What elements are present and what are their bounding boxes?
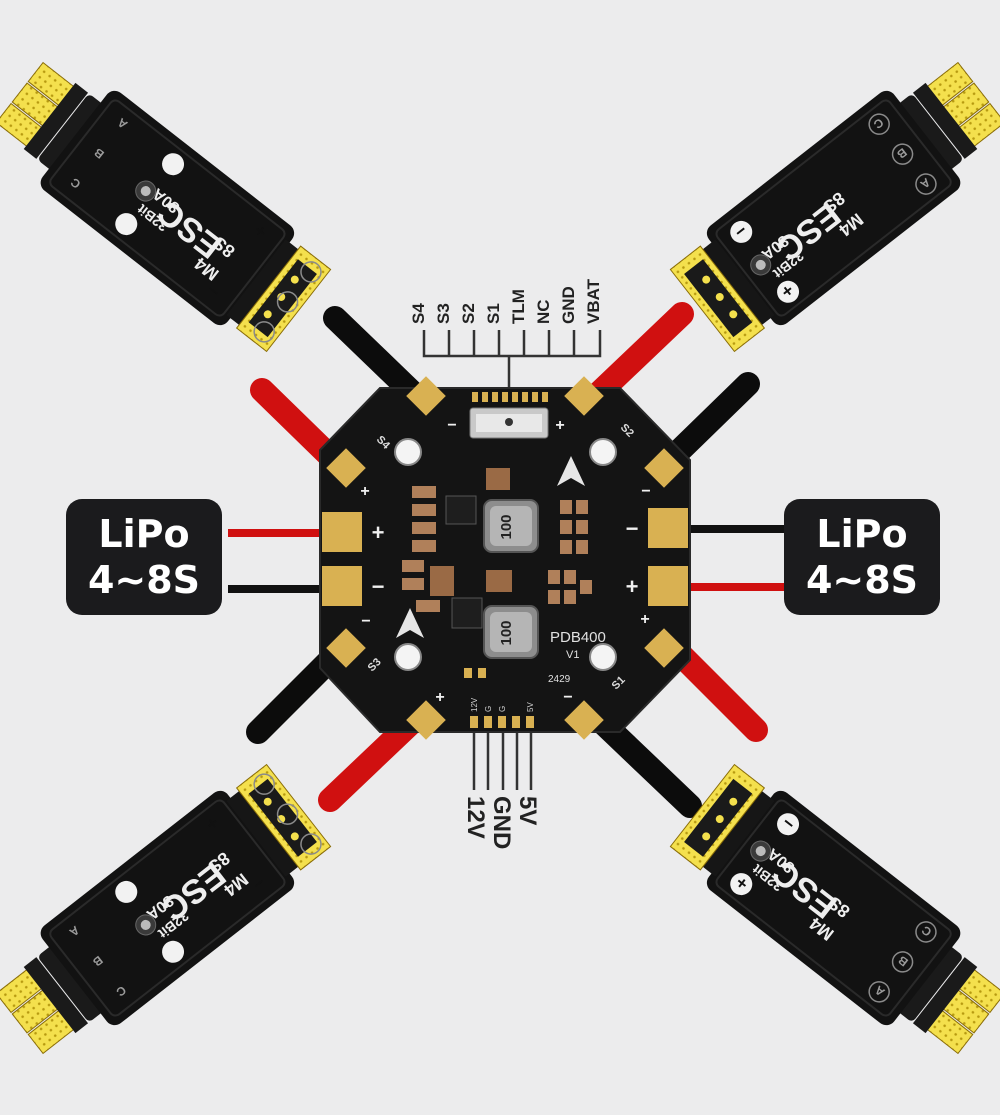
mount-hole-top-right [589,438,617,466]
mark-s3-plus: + [435,689,444,706]
esc-bottom-left: M4 8S ESC 32Bit 80A C B A − + [0,755,338,1074]
pad-label-g1: G [484,706,493,712]
bottom-pin-labels: 12V GND 5V [462,796,541,849]
mount-hole-bottom-left [394,643,422,671]
wire-left-battery-negative [228,585,324,593]
wire-esc-bottom-right-positive [666,640,768,742]
pin-label-gnd-bottom: GND [488,796,515,849]
inductor-bottom-marking: 100 [498,620,515,645]
pad-label-g2: G [498,706,507,712]
bottom-pin-lines [472,730,533,790]
battery-left-cells: 4~8S [87,558,201,602]
pin-label-gnd: GND [559,286,578,324]
pad-left-battery-positive [322,512,362,552]
top-pin-lines [422,330,602,420]
direction-arrow-bottom-icon [396,608,424,638]
mark-right-minus: − [626,516,639,541]
mark-s2-plus: + [555,417,564,434]
wire-right-battery-positive [684,583,784,591]
battery-left-type: LiPo [98,512,190,556]
board-polarity-marks: + − − + + − + − − + + − [360,417,650,706]
wire-right-battery-negative [684,525,784,533]
bottom-power-pads [464,668,534,728]
direction-arrow-top-icon [557,456,585,486]
board-components [402,468,592,629]
esc-top-right: M4 8S ESC 32Bit 80A A B C + − [663,42,1000,361]
mark-right-plus: + [626,574,639,599]
mount-hole-bottom-right [589,643,617,671]
wire-esc-top-left-negative [323,306,430,410]
mount-hole-top-left [394,438,422,466]
pin-label-tlm: TLM [509,289,528,324]
pad-right-battery-negative [648,508,688,548]
mark-s4-plus: + [360,483,369,500]
pin-label-s1: S1 [484,303,503,324]
esc-bottom-right: M4 8S ESC 32Bit 80A A B C + − [663,755,1000,1074]
pad-left-battery-negative [322,566,362,606]
battery-pads [322,508,688,606]
pad-s3-positive [406,700,446,740]
pin-label-12v: 12V [462,796,489,839]
wire-esc-top-right-negative [660,372,760,470]
top-pin-labels: S4 S3 S2 S1 TLM NC GND VBAT [409,278,603,324]
pad-label-12v: 12V [470,697,479,712]
esc-top-left: M4 8S ESC 32Bit 80A C B A − + [0,42,338,361]
bottom-pad-labels: 12V G G 5V [470,697,535,712]
wire-esc-bottom-left-positive [318,710,424,812]
pin-label-s4: S4 [409,303,428,324]
mark-s4-minus: − [447,417,456,434]
pad-s2-positive [564,376,604,416]
wire-left-battery-positive [228,529,324,537]
pad-s1-positive [644,628,684,668]
battery-label-right: LiPo 4~8S [784,499,940,615]
pin-label-nc: NC [534,299,553,324]
wire-esc-bottom-right-negative [592,712,702,818]
battery-right-type: LiPo [816,512,908,556]
inductor-top-marking: 100 [498,514,515,539]
esc-modules: M4 8S ESC 32Bit 80A C B A − + M4 8S ESC … [0,42,1000,1074]
pin-label-5v: 5V [514,796,541,825]
pad-label-5v: 5V [526,702,535,712]
inductor-bottom: 100 [483,605,539,659]
pad-s3-negative [326,628,366,668]
inductor-top: 100 [483,499,539,553]
mark-s1-plus: + [640,611,649,628]
board-date-code: 2429 [548,674,571,685]
mark-s1-minus: − [563,689,572,706]
battery-right-cells: 4~8S [805,558,919,602]
pin-label-s2: S2 [459,303,478,324]
mark-left-plus: + [372,520,385,545]
pin-label-s3: S3 [434,303,453,324]
pad-right-battery-positive [648,566,688,606]
pdb-board: + − − + + − + − − + + − S4 S2 S3 S1 [319,376,691,740]
pin-label-vbat: VBAT [584,278,603,324]
mark-left-minus: − [372,574,385,599]
board-name: PDB400 [550,629,606,646]
wire-esc-top-right-positive [586,302,694,406]
mark-s3-minus: − [361,613,370,630]
pad-s2-negative [644,448,684,488]
battery-label-left: LiPo 4~8S [66,499,222,615]
board-version: V1 [566,649,579,661]
top-connector [469,392,549,439]
pad-s1-negative [564,700,604,740]
mark-s2-minus: − [641,483,650,500]
battery-wires [228,525,784,593]
